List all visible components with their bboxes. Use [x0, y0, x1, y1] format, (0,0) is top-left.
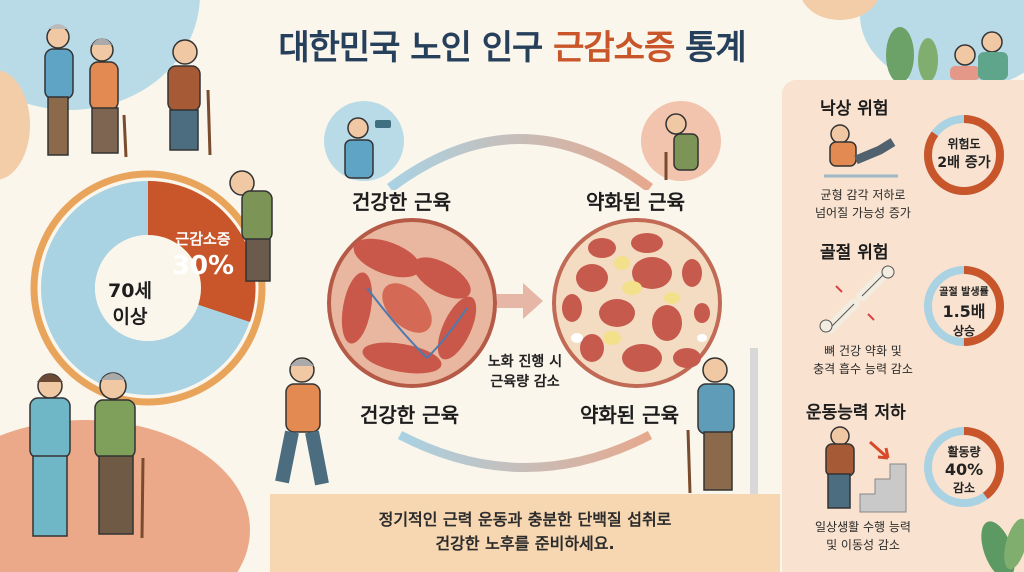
healthy-muscle-title-bottom: 건강한 근육 — [360, 403, 459, 427]
sarcopenia-donut-chart: 70세 이상 근감소증 30% — [28, 168, 268, 408]
caregiver-illustration — [29, 372, 145, 539]
donut-center-label: 70세 이상 — [100, 278, 160, 330]
title-accent: 근감소증 — [553, 28, 675, 68]
mobility-desc-line1: 일상생활 수행 능력 — [815, 520, 911, 534]
banner-line1: 정기적인 근력 운동과 충분한 단백질 섭취로 — [378, 510, 672, 529]
plant-decoration — [981, 518, 1024, 572]
walking-elder-illustration — [275, 357, 329, 486]
fracture-risk-ring-gauge — [924, 266, 1004, 346]
frail-elder-icon — [641, 101, 721, 181]
broken-bone-icon — [819, 265, 895, 334]
elder-with-cane-illustration — [686, 348, 758, 494]
fall-risk-desc-line1: 균형 감각 저하로 — [820, 188, 906, 202]
banner-message: 정기적인 근력 운동과 충분한 단백질 섭취로 건강한 노후를 준비하세요. — [270, 508, 780, 556]
bottom-arc-decoration — [397, 431, 653, 472]
mobility-decline-desc: 일상생활 수행 능력 및 이동성 감소 — [793, 518, 933, 554]
top-arc-decoration — [386, 134, 654, 190]
weakened-muscle-cross-section — [552, 218, 722, 388]
fracture-risk-heading: 골절 위험 — [820, 243, 889, 263]
donut-center-line1: 70세 — [108, 280, 152, 302]
fracture-desc-line1: 뼈 건강 약화 및 — [824, 344, 902, 358]
fracture-desc-line2: 충격 흡수 능력 감소 — [813, 362, 913, 376]
donut-center-line2: 이상 — [112, 306, 148, 328]
fall-risk-desc-line2: 넘어질 가능성 증가 — [815, 206, 911, 220]
elderly-couple-illustration — [44, 24, 128, 158]
fall-risk-ring-label: 위험도 2배 증가 — [922, 135, 1006, 172]
fall-ring-line2: 2배 증가 — [937, 155, 991, 171]
fracture-ring-line3: 상승 — [952, 324, 976, 338]
fracture-ring-line1: 골절 발생률 — [939, 287, 989, 298]
donut-svg — [30, 170, 266, 406]
fracture-ring-line2: 1.5배 — [942, 302, 986, 321]
falling-elder-icon — [824, 124, 898, 178]
strong-elder-dumbbell-icon — [324, 101, 404, 181]
weak-muscle-title-top: 약화된 근육 — [586, 190, 685, 214]
elder-climbing-stairs-icon — [825, 426, 907, 513]
page-title: 대한민국 노인 인구 근감소증 통계 — [0, 20, 1024, 69]
mobility-decline-heading: 운동능력 저하 — [806, 403, 906, 423]
transition-arrow-icon — [497, 283, 543, 319]
hunched-elderly-man-illustration — [229, 170, 273, 282]
fall-risk-desc: 균형 감각 저하로 넘어질 가능성 증가 — [793, 186, 933, 222]
mobility-ring-line2: 40% — [944, 460, 984, 479]
fall-risk-heading: 낙상 위험 — [820, 99, 889, 119]
donut-slice-name: 근감소증 — [175, 230, 231, 248]
bg-blob-peach-topright — [800, 0, 880, 20]
title-suffix: 통계 — [674, 28, 747, 68]
fall-risk-ring-gauge — [924, 115, 1004, 195]
mobility-desc-line2: 및 이동성 감소 — [826, 538, 900, 552]
note-line2: 근육량 감소 — [490, 374, 560, 390]
bottom-banner — [270, 494, 780, 572]
title-prefix: 대한민국 노인 인구 — [278, 28, 554, 68]
weak-muscle-title-bottom: 약화된 근육 — [580, 403, 679, 427]
mobility-ring-line3: 감소 — [952, 481, 976, 495]
family-plants-illustration — [886, 27, 1008, 80]
fracture-risk-ring-label: 골절 발생률 1.5배 상승 — [922, 283, 1006, 339]
fall-ring-line1: 위험도 — [947, 137, 981, 151]
donut-slice-label: 근감소증 30% — [148, 228, 258, 281]
banner-line2: 건강한 노후를 준비하세요. — [435, 534, 615, 553]
aging-muscle-loss-note: 노화 진행 시 근육량 감소 — [470, 352, 580, 392]
mobility-ring-gauge — [924, 427, 1004, 507]
mobility-ring-line1: 활동량 — [947, 445, 981, 459]
elderly-man-cane-illustration — [167, 39, 212, 156]
note-line1: 노화 진행 시 — [487, 354, 563, 370]
healthy-muscle-title-top: 건강한 근육 — [352, 190, 451, 214]
fracture-risk-desc: 뼈 건강 약화 및 충격 흡수 능력 감소 — [793, 342, 933, 378]
healthy-muscle-cross-section — [327, 218, 497, 388]
donut-slice-value: 30% — [171, 251, 235, 281]
mobility-ring-label: 활동량 40% 감소 — [922, 443, 1006, 496]
